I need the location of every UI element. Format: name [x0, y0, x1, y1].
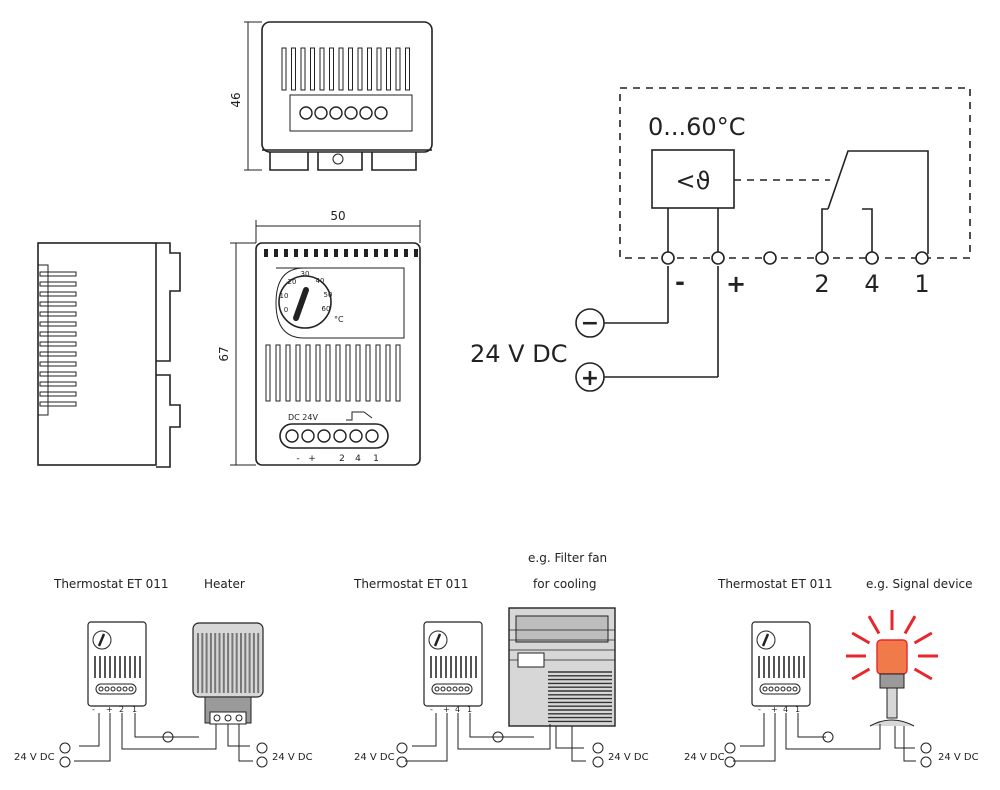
example-2-thermostat-label: Thermostat ET 011: [353, 577, 469, 591]
schematic-terminal-1: 1: [914, 270, 929, 298]
ex2-t-plus: +: [443, 705, 450, 714]
dial-scale-label: 40: [316, 277, 325, 285]
example-2-device-line1: e.g. Filter fan: [528, 551, 607, 565]
dial-scale-label: 10: [280, 292, 289, 300]
mini-thermostat-icon: [423, 621, 483, 707]
ex1-t-plus: +: [106, 705, 113, 714]
front-terminal-label: -: [296, 454, 299, 464]
sensor-symbol: <ϑ: [676, 167, 711, 195]
front-terminal-label: +: [308, 454, 316, 464]
schematic-terminal-2: 2: [814, 270, 829, 298]
dial-scale-label: 50: [324, 291, 333, 299]
ex3-t-plus: +: [771, 705, 778, 714]
minus-symbol: −: [581, 311, 599, 336]
wiring-schematic: 0...60°C <ϑ − + 24 V DC - + 2 4 1: [470, 87, 971, 392]
top-height-dimension: 46: [229, 92, 243, 107]
example-1-device-label: Heater: [204, 577, 245, 591]
front-supply-label: DC 24V: [288, 413, 318, 422]
schematic-terminal-4: 4: [864, 270, 879, 298]
dial-scale-label: 60: [322, 305, 331, 313]
example-1-supply-left: 24 V DC: [14, 752, 55, 763]
temperature-range-label: 0...60°C: [648, 113, 745, 141]
mini-thermostat-icon: [751, 621, 811, 707]
example-signal-device: Thermostat ET 011 e.g. Signal device 24 …: [684, 577, 979, 768]
example-3-thermostat-label: Thermostat ET 011: [717, 577, 833, 591]
example-2-device-line2: for cooling: [533, 577, 597, 591]
ex3-t-1: 1: [795, 705, 800, 714]
ex1-t-2: 2: [119, 705, 124, 714]
filter-fan-icon: [508, 607, 616, 727]
schematic-terminal-plus: +: [726, 270, 746, 298]
ex2-t-1: 1: [467, 705, 472, 714]
dial-scale-label: 20: [288, 278, 297, 286]
example-2-supply-right: 24 V DC: [608, 752, 649, 763]
dial-unit-label: °C: [334, 315, 344, 324]
ex3-t-4: 4: [783, 705, 788, 714]
mini-thermostat-icon: [87, 621, 147, 707]
example-heater: Thermostat ET 011 Heater 24 V DC 24 V DC…: [14, 577, 313, 768]
example-3-supply-left: 24 V DC: [684, 752, 725, 763]
schematic-terminal-minus: -: [675, 268, 685, 296]
example-2-supply-left: 24 V DC: [354, 752, 395, 763]
dial-scale-label: 30: [301, 270, 310, 278]
front-width-dimension: 50: [330, 209, 345, 223]
plus-symbol: +: [581, 366, 599, 391]
example-1-supply-right: 24 V DC: [272, 752, 313, 763]
side-view-drawing: [37, 242, 181, 468]
front-height-dimension: 67: [217, 346, 231, 361]
dial-scale-label: 0: [284, 306, 288, 314]
example-3-device-label: e.g. Signal device: [866, 577, 973, 591]
ex1-t-1: 1: [132, 705, 137, 714]
ex3-t-minus: -: [758, 705, 761, 714]
heater-icon: [192, 622, 264, 725]
ex2-t-minus: -: [430, 705, 433, 714]
front-terminal-label: 4: [355, 454, 361, 464]
front-terminal-label: 2: [339, 454, 345, 464]
signal-light-icon: [846, 610, 938, 727]
example-3-supply-right: 24 V DC: [938, 752, 979, 763]
top-view-drawing: 46: [229, 21, 433, 171]
example-1-thermostat-label: Thermostat ET 011: [53, 577, 169, 591]
ex2-t-4: 4: [455, 705, 460, 714]
example-filter-fan: Thermostat ET 011 e.g. Filter fan for co…: [353, 551, 649, 768]
front-terminal-label: 1: [373, 454, 379, 464]
supply-voltage-label: 24 V DC: [470, 340, 567, 368]
ex1-t-minus: -: [92, 705, 95, 714]
